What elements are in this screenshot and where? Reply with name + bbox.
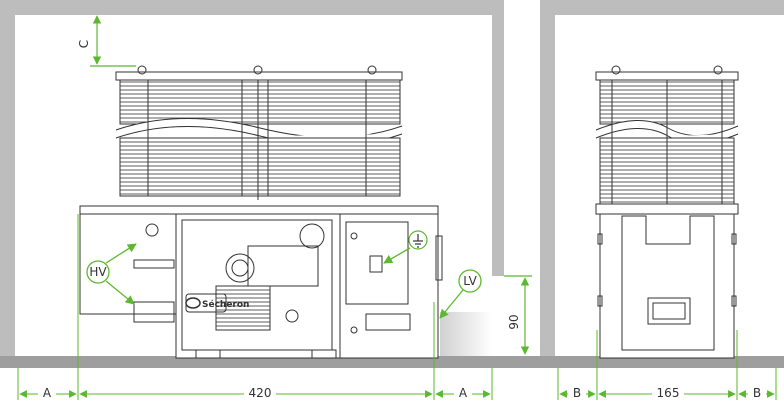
front-transformer	[79, 65, 443, 359]
right-enclosure	[540, 0, 784, 358]
brand-label: Sécheron	[202, 299, 249, 310]
dimension-a-left-label: A	[43, 386, 52, 400]
dimension-90	[504, 275, 532, 355]
dimension-a-right-label: A	[459, 386, 468, 400]
side-transformer	[595, 65, 739, 359]
lv-label: LV	[463, 274, 477, 288]
hv-label: HV	[89, 265, 107, 279]
left-enclosure	[0, 0, 504, 358]
dimension-90-label: 90	[507, 314, 521, 329]
floor	[0, 356, 784, 368]
dimension-c	[90, 15, 136, 67]
cable-trench-block	[440, 312, 492, 356]
hv-arrow-top	[105, 243, 137, 264]
reference-lines	[17, 214, 777, 400]
lv-badge: LV	[458, 269, 482, 293]
hv-arrow-bottom	[105, 280, 135, 305]
hv-badge: HV	[86, 260, 110, 284]
dimension-c-label: C	[77, 40, 91, 48]
dimension-420-label: 420	[249, 386, 272, 400]
dimension-165-label: 165	[657, 386, 680, 400]
lv-arrow	[439, 289, 464, 319]
secheron-logo: Sécheron	[185, 297, 249, 310]
ground-arrow	[383, 247, 411, 264]
dimension-b-left-label: B	[573, 386, 581, 400]
dimension-b-right-label: B	[753, 386, 761, 400]
ground-icon	[408, 230, 428, 250]
